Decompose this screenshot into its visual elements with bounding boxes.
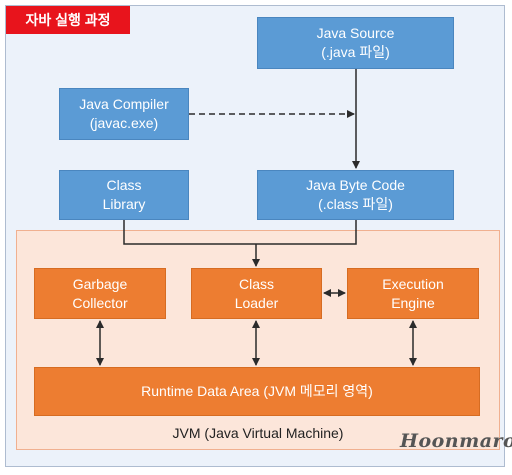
java-source-box: Java Source (.java 파일) bbox=[257, 17, 454, 69]
execution-engine-box: Execution Engine bbox=[347, 268, 479, 319]
class-library-box: Class Library bbox=[59, 170, 189, 220]
java-compiler-box: Java Compiler (javac.exe) bbox=[59, 88, 189, 140]
runtime-data-area-box: Runtime Data Area (JVM 메모리 영역) bbox=[34, 367, 480, 416]
byte-code-box: Java Byte Code (.class 파일) bbox=[257, 170, 454, 220]
library-bytecode-to-loader-arrow bbox=[123, 220, 357, 245]
diagram-title: 자바 실행 과정 bbox=[6, 6, 130, 34]
garbage-collector-box: Garbage Collector bbox=[34, 268, 166, 319]
jvm-label: JVM (Java Virtual Machine) bbox=[172, 425, 344, 441]
signature-logo: Hoonmaro bbox=[400, 430, 512, 452]
class-loader-box: Class Loader bbox=[191, 268, 322, 319]
